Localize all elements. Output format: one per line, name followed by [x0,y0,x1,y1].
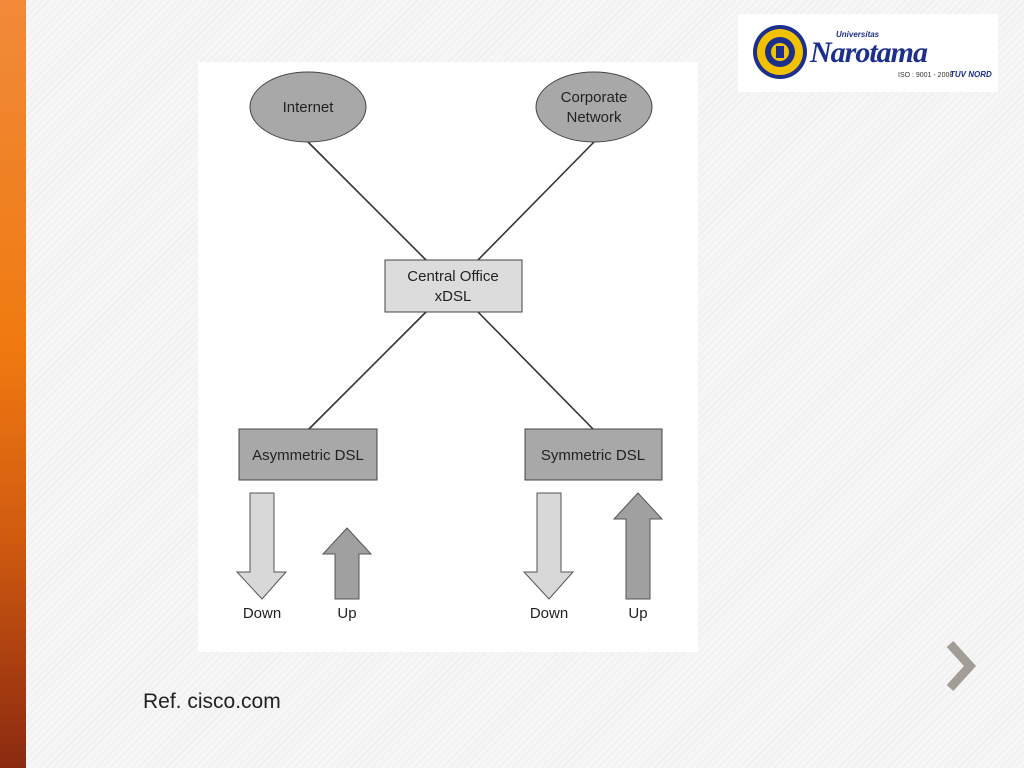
dsl-diagram: Internet Corporate Network Central Offic… [198,62,698,652]
internet-node: Internet [249,71,367,143]
corporate-network-node: Corporate Network [535,71,653,143]
edge-central-asymmetric [307,311,427,431]
symmetric-dsl-node: Symmetric DSL [524,428,663,481]
asymmetric-down-arrow [235,492,288,600]
logo-universitas-text: Universitas [836,30,880,39]
symmetric-down-arrow [522,492,575,600]
edge-central-symmetric [477,311,595,431]
edge-corporate-central [477,141,595,261]
asymmetric-up-arrow [321,527,373,600]
central-office-node: Central Office xDSL [384,259,523,313]
accent-sidebar [0,0,26,768]
reference-text: Ref. cisco.com [143,690,281,713]
symmetric-up-label: Up [628,605,647,622]
university-logo: Universitas Narotama ISO : 9001 - 2008 T… [738,14,998,92]
symmetric-label: Symmetric DSL [541,447,645,464]
university-seal-icon [753,25,807,79]
logo-iso-text: ISO : 9001 - 2008 [898,72,954,79]
internet-label: Internet [283,99,335,116]
asymmetric-dsl-node: Asymmetric DSL [238,428,378,481]
central-label-line2: xDSL [435,288,472,305]
central-label-line1: Central Office [407,268,498,285]
asymmetric-label: Asymmetric DSL [252,447,364,464]
symmetric-up-arrow [612,492,664,600]
logo-tuv-text: TUV NORD [950,70,992,79]
asymmetric-up-label: Up [337,605,356,622]
asymmetric-down-label: Down [243,605,281,622]
corporate-label-line1: Corporate [561,89,628,106]
symmetric-down-label: Down [530,605,568,622]
corporate-label-line2: Network [566,109,622,126]
next-slide-chevron-icon[interactable] [940,636,980,696]
logo-name-text: Narotama [810,36,928,69]
edge-internet-central [307,141,427,261]
